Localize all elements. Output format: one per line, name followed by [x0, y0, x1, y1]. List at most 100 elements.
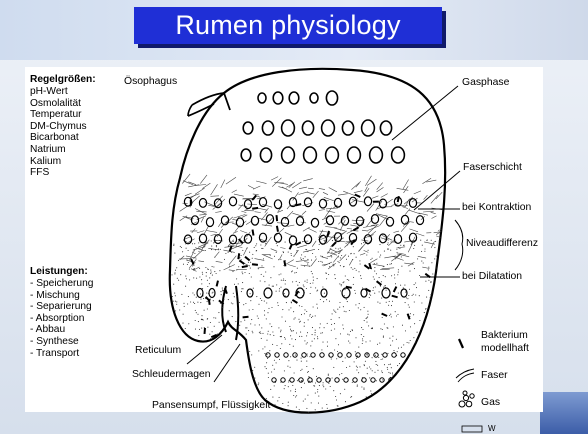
- stipple-dot: [360, 309, 361, 310]
- fibre-stroke: [240, 231, 247, 234]
- stipple-dot: [382, 317, 383, 318]
- stipple-dot: [223, 380, 224, 381]
- stipple-dot: [241, 255, 242, 256]
- stipple-dot: [189, 344, 190, 345]
- stipple-dot: [413, 314, 414, 315]
- stipple-dot: [212, 397, 213, 398]
- stipple-dot: [213, 348, 214, 349]
- stipple-dot: [430, 297, 431, 298]
- stipple-dot: [335, 248, 336, 249]
- bacterium-mark: [290, 244, 293, 249]
- stipple-dot: [317, 278, 318, 279]
- stipple-dot: [411, 383, 412, 384]
- stipple-dot: [285, 242, 286, 243]
- stipple-dot: [366, 322, 367, 323]
- stipple-dot: [314, 334, 315, 335]
- stipple-dot: [175, 301, 176, 302]
- bacterium-mark: [238, 253, 239, 259]
- sump-bubble: [320, 353, 324, 357]
- stipple-dot: [429, 348, 430, 349]
- stipple-dot: [218, 372, 219, 373]
- stipple-dot: [399, 363, 400, 364]
- stipple-dot: [280, 259, 281, 260]
- stipple-dot: [420, 345, 421, 346]
- stipple-dot: [397, 417, 398, 418]
- stipple-dot: [177, 329, 178, 330]
- stipple-dot: [283, 251, 284, 252]
- stipple-dot: [315, 315, 316, 316]
- stipple-dot: [401, 256, 402, 257]
- stipple-dot: [310, 314, 311, 315]
- stipple-dot: [294, 272, 295, 273]
- stipple-dot: [430, 400, 431, 401]
- stipple-dot: [313, 368, 314, 369]
- sump-bubble: [290, 378, 294, 382]
- stipple-dot: [347, 334, 348, 335]
- stipple-dot: [322, 262, 323, 263]
- stipple-dot: [430, 382, 431, 383]
- gas-bubble: [241, 149, 251, 161]
- stipple-dot: [434, 397, 435, 398]
- stipple-dot: [241, 259, 242, 260]
- stipple-dot: [207, 308, 208, 309]
- stipple-dot: [241, 288, 242, 289]
- stipple-dot: [224, 334, 225, 335]
- stipple-dot: [371, 407, 372, 408]
- stipple-dot: [374, 267, 375, 268]
- stipple-dot: [296, 360, 297, 361]
- fibre-stroke: [431, 241, 434, 248]
- stipple-dot: [295, 355, 296, 356]
- stipple-dot: [245, 384, 246, 385]
- stipple-dot: [362, 340, 363, 341]
- fibre-stroke: [349, 259, 353, 265]
- stipple-dot: [401, 411, 402, 412]
- stipple-dot: [295, 391, 296, 392]
- stipple-dot: [312, 273, 313, 274]
- stipple-dot: [295, 389, 296, 390]
- stipple-dot: [299, 292, 300, 293]
- stipple-dot: [301, 416, 302, 417]
- sump-bubble: [338, 353, 342, 357]
- stipple-dot: [324, 327, 325, 328]
- stipple-dot: [186, 248, 187, 249]
- stipple-dot: [308, 319, 309, 320]
- gas-bubble: [304, 147, 317, 163]
- stipple-dot: [271, 326, 272, 327]
- stipple-dot: [437, 254, 438, 255]
- fibre-stroke: [404, 197, 413, 204]
- stipple-dot: [397, 351, 398, 352]
- stipple-dot: [245, 417, 246, 418]
- stipple-dot: [341, 284, 342, 285]
- stipple-dot: [348, 280, 349, 281]
- stipple-dot: [412, 416, 413, 417]
- stipple-dot: [285, 283, 286, 284]
- stipple-dot: [248, 380, 249, 381]
- stipple-dot: [400, 245, 401, 246]
- stipple-dot: [194, 294, 195, 295]
- stipple-dot: [419, 418, 420, 419]
- stipple-dot: [387, 367, 388, 368]
- stipple-dot: [419, 366, 420, 367]
- stipple-dot: [396, 417, 397, 418]
- stipple-dot: [374, 293, 375, 294]
- regelgroessen-heading: Regelgrößen:: [30, 74, 96, 86]
- stipple-dot: [389, 315, 390, 316]
- stipple-dot: [179, 337, 180, 338]
- stipple-dot: [213, 300, 214, 301]
- stipple-dot: [178, 341, 179, 342]
- stipple-dot: [248, 262, 249, 263]
- fibre-stroke: [258, 267, 265, 268]
- stipple-dot: [306, 335, 307, 336]
- stipple-dot: [284, 370, 285, 371]
- stipple-dot: [349, 334, 350, 335]
- stipple-dot: [312, 327, 313, 328]
- stipple-dot: [283, 278, 284, 279]
- stipple-dot: [208, 344, 209, 345]
- fibre-stroke: [431, 212, 436, 213]
- stipple-dot: [346, 299, 347, 300]
- stipple-dot: [392, 373, 393, 374]
- stipple-dot: [374, 263, 375, 264]
- stipple-dot: [280, 348, 281, 349]
- stipple-dot: [441, 242, 442, 243]
- bacterium-mark: [253, 230, 254, 236]
